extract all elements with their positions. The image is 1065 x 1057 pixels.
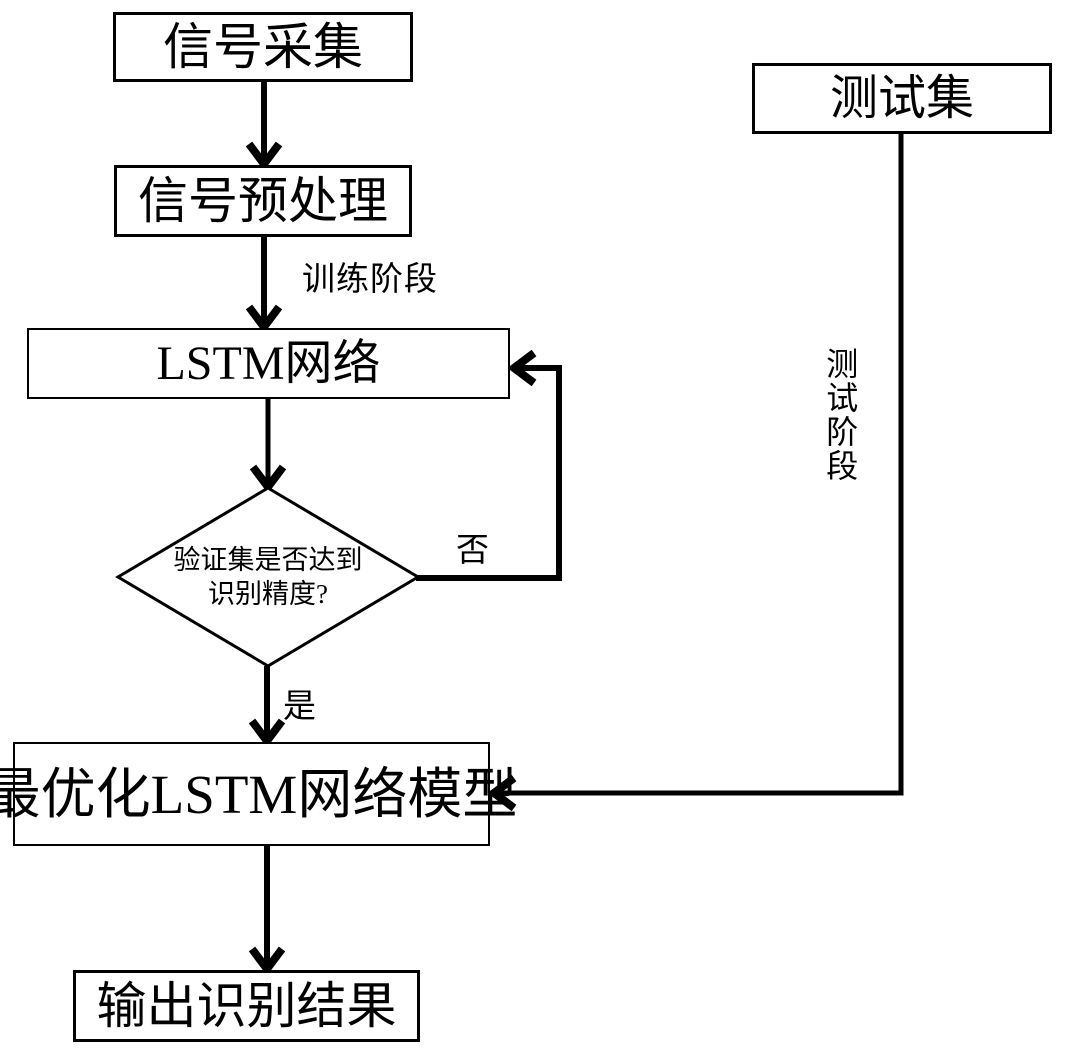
node-test-set-label: 测试集: [830, 75, 974, 123]
node-test-set: 测试集: [752, 63, 1052, 134]
node-optimized-model-label: 最优化LSTM网络模型: [0, 767, 517, 822]
arrow-yes-to-optimized: [252, 666, 282, 741]
node-output-result-label: 输出识别结果: [97, 981, 397, 1031]
node-optimized-model: 最优化LSTM网络模型: [13, 742, 490, 846]
node-signal-preprocessing-label: 信号预处理: [138, 176, 388, 226]
arrow-lstm-to-decision: [253, 399, 283, 487]
node-lstm-network: LSTM网络: [27, 328, 510, 399]
label-no: 否: [456, 533, 489, 569]
label-training-phase: 训练阶段: [302, 262, 438, 298]
decision-label-line2: 识别精度?: [118, 578, 418, 612]
arrow-preprocess-to-lstm: [249, 237, 279, 327]
node-output-result: 输出识别结果: [73, 970, 420, 1042]
label-yes: 是: [283, 689, 316, 725]
decision-label-line1: 验证集是否达到: [118, 544, 418, 578]
node-lstm-network-label: LSTM网络: [156, 340, 380, 388]
node-signal-preprocessing: 信号预处理: [114, 165, 412, 237]
arrow-collect-to-preprocess: [249, 81, 279, 164]
decision-label: 验证集是否达到 识别精度?: [118, 544, 418, 612]
arrow-optimized-to-output: [252, 846, 282, 969]
label-testing-phase: 测试阶段: [822, 347, 857, 483]
node-signal-collection-label: 信号采集: [163, 22, 363, 72]
node-signal-collection: 信号采集: [113, 12, 413, 82]
